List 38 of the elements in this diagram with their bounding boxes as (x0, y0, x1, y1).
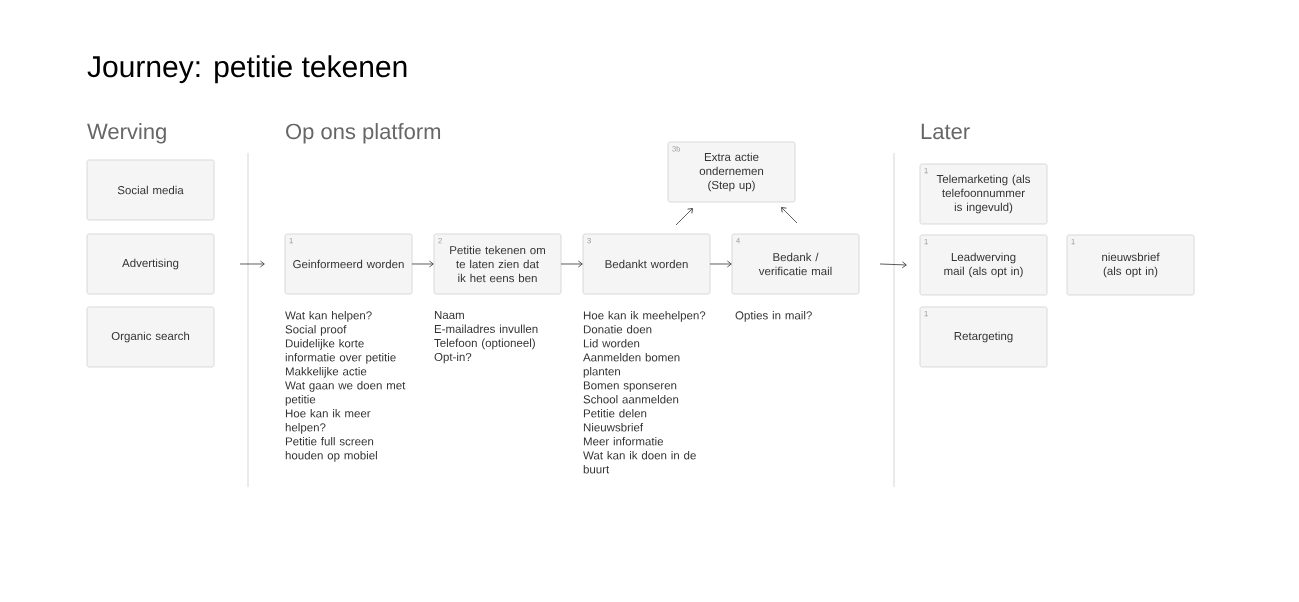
note-list: Naam E-mailadres invullen Telefoon (optioneel) Opt-in? (434, 311, 538, 364)
node-label: Hoe kan ik meer helpen? (285, 409, 371, 434)
process-box: Social media (86, 159, 215, 221)
node-label: Duidelijke korte informatie over petitie (285, 339, 396, 364)
arrow (781, 207, 798, 224)
note-list: Opties in mail? (735, 311, 812, 322)
node-label: Wat kan helpen? (285, 311, 372, 322)
title: Journey: petitie tekenen (87, 55, 407, 84)
node-label: Petitie delen (583, 409, 647, 418)
node-label: Wat gaan we doen met petitie (285, 381, 406, 406)
node-label: Telefoon (optioneel) (434, 338, 535, 350)
section-heading: Op ons platform (286, 123, 441, 144)
node-label: Petitie full screen houden op mobiel (285, 437, 377, 462)
node-label: Social proof (285, 325, 347, 336)
node-label: Wat kan ik doen in de buurt (583, 451, 696, 474)
arrow (675, 208, 693, 226)
note-list: Hoe kan ik meehelpen? Donatie doen Lid worden Aanmelden bomen planten Bomen sponseren School aanmelden Petitie delen Nieuwsbrief Meer informatie Wat kan ik doen in de buurt (583, 311, 706, 474)
section-heading: Later (921, 123, 970, 140)
node-label: Opt-in? (434, 352, 472, 364)
arrow (560, 260, 583, 268)
node-label: Hoe kan ik meehelpen? (583, 311, 706, 322)
arrow (879, 261, 907, 269)
note-list: Wat kan helpen? Social proof Duidelijke korte informatie over petitie Makkelijke actie Wat gaan we doen met petitie Hoe kan ik meer helpen? Petitie full screen houden op mobiel (285, 311, 406, 462)
arrow (239, 260, 265, 268)
process-box: Advertising (86, 233, 215, 295)
node-label: Nieuwsbrief (583, 423, 644, 432)
node-label: School aanmelden (583, 395, 679, 404)
arrow (709, 260, 732, 268)
arrow (411, 260, 434, 268)
node-label: Meer informatie (583, 437, 663, 446)
node-label: Donatie doen (583, 325, 652, 334)
node-label: Aanmelden bomen planten (583, 353, 680, 378)
node-label: Naam (434, 311, 464, 320)
node-label: Makkelijke actie (285, 367, 367, 378)
process-box: Organic search (86, 306, 215, 368)
node-label: Lid worden (583, 339, 640, 348)
node-label: Bomen sponseren (583, 381, 677, 392)
node-label: E-mailadres invullen (434, 324, 538, 334)
